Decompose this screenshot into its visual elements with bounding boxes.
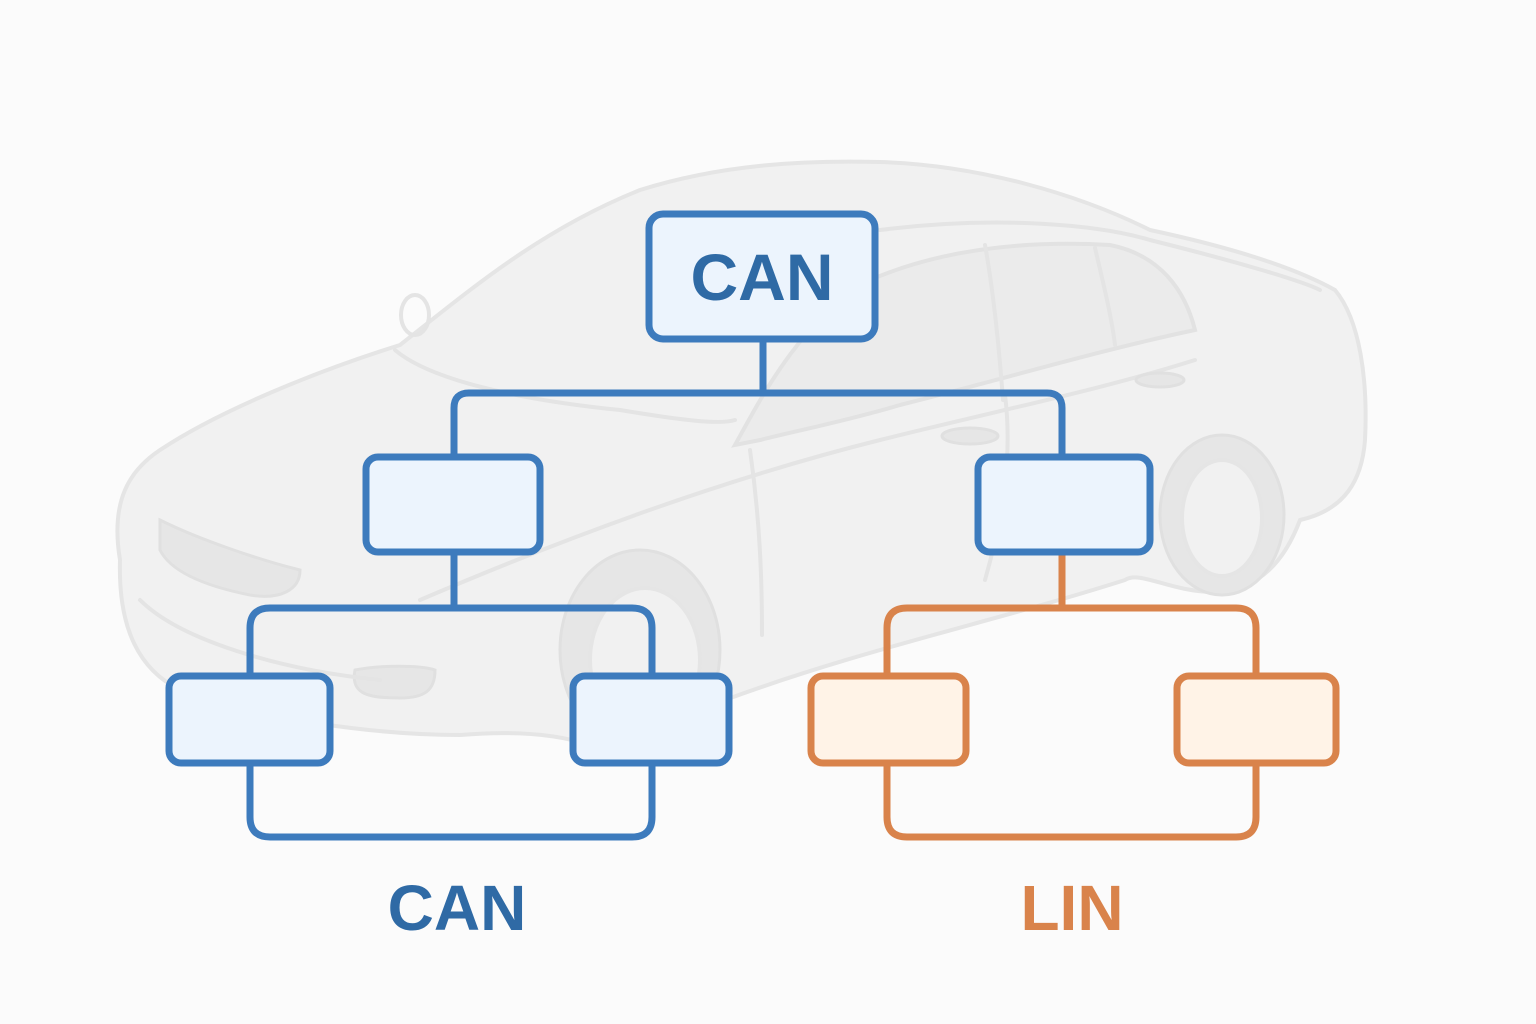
car-side-line bbox=[418, 358, 1197, 602]
car-door-handle-front bbox=[940, 426, 1000, 446]
can-node-1[interactable] bbox=[165, 672, 334, 767]
lin-bus-wires bbox=[883, 552, 1260, 841]
car-door-line bbox=[748, 448, 764, 637]
car-rear-hub bbox=[1180, 458, 1264, 578]
car-headlight bbox=[158, 517, 302, 598]
car-hood-line bbox=[393, 348, 737, 424]
can-node-2[interactable] bbox=[569, 672, 733, 767]
lin-subnet-ring bbox=[883, 604, 1260, 841]
left-gateway-node[interactable] bbox=[362, 453, 544, 556]
top-can-node[interactable]: CAN bbox=[645, 210, 879, 343]
car-bumper-line bbox=[138, 598, 382, 682]
can-bus-wires bbox=[246, 340, 1066, 841]
can-subnet-ring bbox=[246, 604, 656, 841]
lin-node-1[interactable] bbox=[807, 672, 970, 767]
lin-subnet-label: LIN bbox=[1020, 872, 1123, 944]
car-silhouette bbox=[115, 159, 1368, 752]
can-subnet-label: CAN bbox=[388, 872, 527, 944]
top-can-node-label: CAN bbox=[691, 240, 834, 314]
right-gateway-node[interactable] bbox=[974, 453, 1154, 556]
top-can-node-box[interactable] bbox=[645, 210, 879, 343]
car-door-handle-rear bbox=[1134, 371, 1186, 389]
car-pillar-b bbox=[1093, 246, 1117, 347]
car-pillar-a bbox=[983, 243, 1005, 402]
car-roof-line bbox=[878, 220, 1322, 292]
car-fog-light bbox=[352, 664, 437, 700]
car-mirror bbox=[399, 293, 431, 337]
lin-node-2[interactable] bbox=[1173, 672, 1340, 767]
top-bus-wire bbox=[450, 389, 1066, 457]
